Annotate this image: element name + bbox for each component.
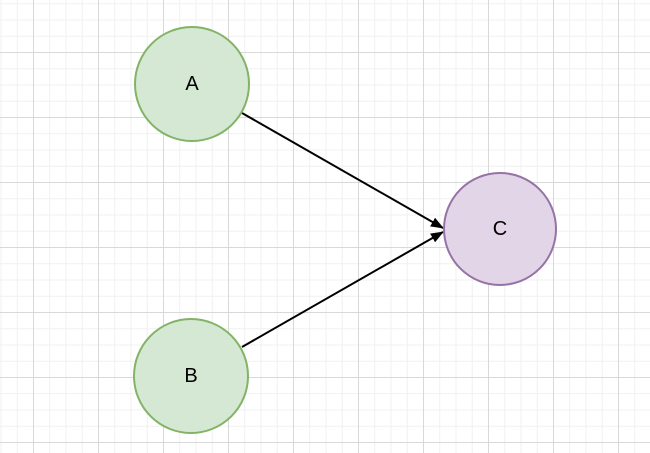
node-c[interactable]: C (443, 172, 557, 286)
node-a-label: A (185, 73, 199, 95)
node-b-shape[interactable] (133, 318, 249, 434)
node-a-shape[interactable] (134, 26, 250, 142)
node-c-label: C (493, 218, 507, 240)
edge-a-to-c[interactable] (241, 112, 444, 229)
node-c-shape[interactable] (443, 172, 557, 286)
node-b-label: B (184, 365, 197, 387)
node-a[interactable]: A (134, 26, 250, 142)
node-b[interactable]: B (133, 318, 249, 434)
edge-b-to-c[interactable] (241, 231, 444, 348)
